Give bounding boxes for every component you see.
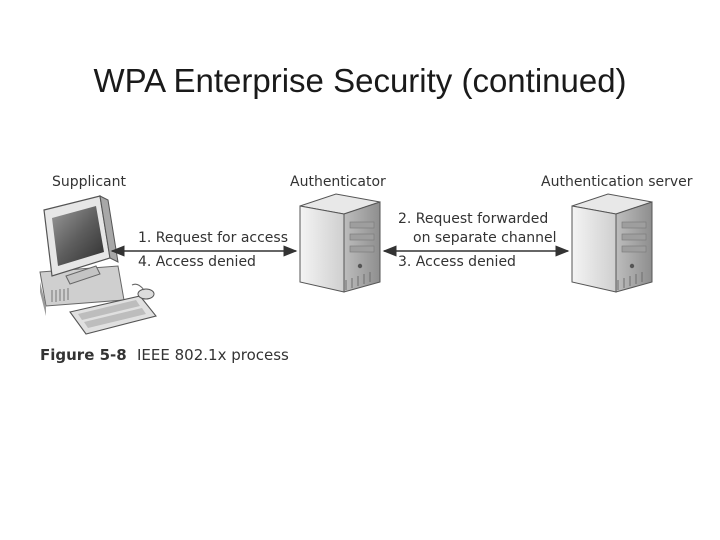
step-3-label: 3. Access denied bbox=[398, 254, 516, 270]
authenticator-server-icon bbox=[299, 193, 381, 293]
step-4-label: 4. Access denied bbox=[138, 254, 256, 270]
figure-caption: IEEE 802.1x process bbox=[137, 346, 289, 364]
authentication-server-icon bbox=[571, 193, 653, 293]
authenticator-label: Authenticator bbox=[290, 174, 386, 190]
step-1-label: 1. Request for access bbox=[138, 230, 289, 246]
slide-title: WPA Enterprise Security (continued) bbox=[93, 62, 627, 99]
authentication-server-label: Authentication server bbox=[541, 174, 693, 190]
figure-number: Figure 5-8 bbox=[40, 346, 127, 364]
step-2-label-line2: on separate channel bbox=[413, 230, 557, 246]
step-2-label-line1: 2. Request forwarded bbox=[398, 211, 549, 227]
workstation-icon bbox=[39, 195, 157, 335]
supplicant-label: Supplicant bbox=[52, 174, 126, 190]
